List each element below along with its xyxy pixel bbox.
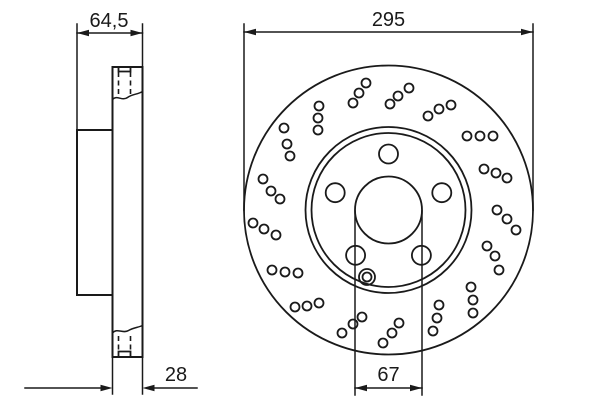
drill-section-bottom-notch bbox=[117, 350, 132, 358]
drilled-hole bbox=[347, 97, 359, 109]
drilled-hole bbox=[257, 173, 269, 185]
center-bore bbox=[354, 175, 423, 245]
arrowhead-left bbox=[244, 28, 256, 36]
friction-ring-outline bbox=[111, 66, 144, 358]
arrowhead-right bbox=[142, 384, 155, 392]
arrowhead-right bbox=[410, 384, 422, 392]
dimension-total-width: 64,5 bbox=[76, 10, 144, 132]
arrowhead-left bbox=[77, 29, 89, 37]
drilled-hole bbox=[281, 138, 293, 150]
drilled-hole bbox=[377, 337, 389, 349]
drilled-hole bbox=[422, 110, 434, 122]
bolt-hole bbox=[431, 182, 453, 204]
drilled-hole bbox=[313, 100, 325, 112]
hat-ring-inner bbox=[310, 132, 467, 288]
drilled-hole bbox=[392, 90, 404, 102]
drilled-hole bbox=[270, 229, 282, 241]
drilled-hole bbox=[491, 204, 503, 216]
arrowhead-right bbox=[521, 28, 533, 36]
drilled-hole bbox=[312, 112, 324, 124]
drilled-holes bbox=[247, 77, 522, 349]
drilled-hole bbox=[427, 325, 439, 337]
drilled-hole bbox=[384, 98, 396, 110]
arrowhead-right bbox=[130, 29, 143, 37]
drilled-hole bbox=[501, 213, 513, 225]
dimension-center-bore: 67 bbox=[354, 210, 423, 396]
drill-section-top-notch bbox=[117, 66, 132, 73]
dimensions: 64,5 295 28 67 bbox=[24, 9, 534, 396]
drilled-hole bbox=[284, 150, 296, 162]
extension-lines bbox=[243, 23, 534, 211]
drilled-hole bbox=[279, 266, 291, 278]
bolt-hole bbox=[324, 182, 346, 204]
drilled-hole bbox=[347, 318, 359, 330]
drilled-hole bbox=[467, 294, 479, 306]
dimension-center-bore-label: 67 bbox=[377, 364, 399, 386]
dimension-thickness-label: 28 bbox=[165, 364, 187, 386]
drilled-hole bbox=[431, 312, 443, 324]
drill-section-top-hidden-lines bbox=[117, 72, 132, 94]
drilled-hole bbox=[489, 250, 501, 262]
bolt-hole bbox=[378, 143, 399, 165]
drilled-hole bbox=[360, 77, 372, 89]
dimension-total-width-label: 64,5 bbox=[90, 10, 129, 32]
hat-ring-outer bbox=[304, 126, 473, 294]
drilled-hole bbox=[353, 87, 365, 99]
drilled-hole bbox=[490, 167, 502, 179]
side-view bbox=[76, 66, 144, 358]
drilled-hole bbox=[292, 267, 304, 279]
drilled-hole bbox=[445, 99, 457, 111]
drilled-hole bbox=[478, 163, 490, 175]
drilled-hole bbox=[481, 240, 493, 252]
drilled-hole bbox=[393, 317, 405, 329]
drilled-hole bbox=[510, 224, 522, 236]
drilled-hole bbox=[433, 299, 445, 311]
drilled-hole bbox=[289, 301, 301, 313]
dimension-outer-diameter-label: 295 bbox=[372, 9, 405, 31]
drilled-hole bbox=[313, 297, 325, 309]
drilled-hole bbox=[403, 82, 415, 94]
drilled-hole bbox=[336, 327, 348, 339]
drilled-hole bbox=[278, 122, 290, 134]
screw-hole-inner bbox=[361, 271, 373, 283]
drilled-hole bbox=[258, 223, 270, 235]
arrowhead-left bbox=[100, 384, 113, 392]
dimension-thickness: 28 bbox=[24, 356, 198, 395]
screw-hole bbox=[358, 268, 376, 286]
arrowhead-left bbox=[355, 384, 367, 392]
extension-lines bbox=[76, 23, 144, 132]
drilled-hole bbox=[266, 264, 278, 276]
drilled-hole bbox=[461, 130, 473, 142]
extension-lines bbox=[354, 210, 423, 396]
drilled-hole bbox=[433, 103, 445, 115]
hat-outline bbox=[76, 129, 114, 296]
drilled-hole bbox=[474, 130, 486, 142]
front-view bbox=[243, 64, 534, 356]
drilled-hole bbox=[247, 217, 259, 229]
extension-lines bbox=[111, 356, 144, 395]
drilled-hole bbox=[465, 281, 477, 293]
drill-section-bottom-hidden-lines bbox=[117, 336, 132, 352]
drilled-hole bbox=[467, 307, 479, 319]
drill-section-bottom-break-line bbox=[111, 324, 144, 335]
drilled-hole bbox=[487, 130, 499, 142]
drilled-hole bbox=[386, 327, 398, 339]
dimension-outer-diameter: 295 bbox=[243, 9, 534, 211]
drilled-hole bbox=[312, 124, 324, 136]
drilled-hole bbox=[274, 193, 286, 205]
drill-section-top-break-line bbox=[111, 90, 144, 101]
drilled-hole bbox=[301, 300, 313, 312]
screw-hole-outer bbox=[358, 268, 376, 286]
drilled-hole bbox=[501, 172, 513, 184]
drilled-hole bbox=[493, 264, 505, 276]
bolt-holes bbox=[324, 143, 453, 266]
drilled-hole bbox=[356, 311, 368, 323]
drilled-hole bbox=[265, 185, 277, 197]
